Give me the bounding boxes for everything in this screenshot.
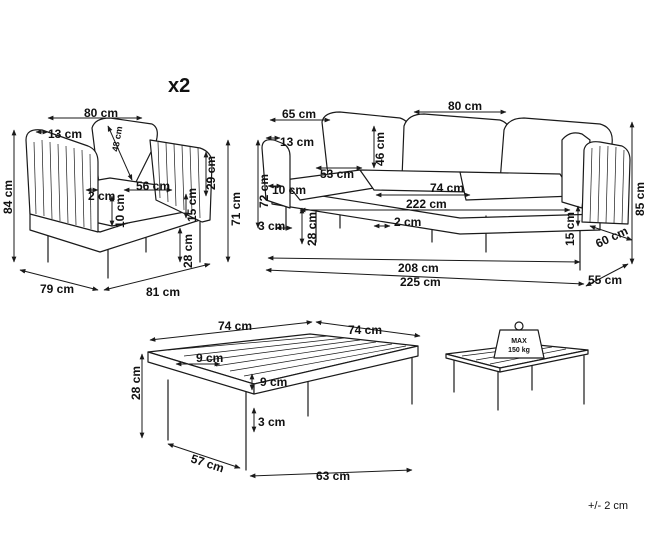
sofa-dim-cushion: 10 cm xyxy=(272,183,306,197)
armchair-rope-left xyxy=(33,139,92,230)
sofa-dim-seat-section: 74 cm xyxy=(430,181,464,195)
armchair-dim-cushion: 10 cm xyxy=(113,194,127,228)
table-slats xyxy=(167,335,407,377)
table-load-drawing: MAX 150 kg xyxy=(445,321,589,411)
table-dim-base-depth: 57 cm xyxy=(189,452,226,476)
armchair-dim-arm-height: 71 cm xyxy=(229,192,243,226)
tolerance-note: +/- 2 cm xyxy=(588,500,628,512)
sofa-dim-arm-height: 72 cm xyxy=(257,174,271,208)
sofa-dim-total-width: 225 cm xyxy=(400,275,441,289)
armchair-dim-arm-gap: 2 cm xyxy=(88,189,115,203)
armchair-quantity: x2 xyxy=(168,75,190,97)
table-dim-frame-top: 9 cm xyxy=(196,351,223,365)
armchair-dim-seat-height-inner: 29 cm xyxy=(204,156,218,190)
sofa-dim-arm-top: 13 cm xyxy=(280,135,314,149)
weight-icon xyxy=(493,321,545,359)
table-dim-frame-side: 9 cm xyxy=(260,375,287,389)
sofa-drawing: 65 cm 80 cm 13 cm 46 cm 53 cm 72 cm 10 c… xyxy=(255,99,647,289)
sofa-dim-back-section: 80 cm xyxy=(448,99,482,113)
sofa-dim-arm-length: 65 cm xyxy=(282,107,316,121)
armchair-dim-width: 81 cm xyxy=(146,285,180,299)
armchair-dim-depth: 79 cm xyxy=(40,282,74,296)
sofa-dim-seat-height: 28 cm xyxy=(305,212,319,246)
armchair-dim-back-height: 48 cm xyxy=(110,125,124,152)
sofa-dim-back-height: 46 cm xyxy=(373,132,387,166)
armchair-dim-arm-width: 15 cm xyxy=(185,188,199,222)
load-weight: 150 kg xyxy=(508,347,530,354)
armchair-dim-seat-depth: 56 cm xyxy=(136,179,170,193)
table-dim-leg: 3 cm xyxy=(258,415,285,429)
table-dim-base-width: 63 cm xyxy=(316,469,350,483)
armchair-dim-back-width: 80 cm xyxy=(84,106,118,120)
armchair-drawing: x2 80 cm 13 cm 48 cm 56 cm 2 cm 29 cm 10… xyxy=(1,75,243,299)
sofa-dim-depth: 55 cm xyxy=(588,273,622,287)
armchair-dim-armrest-top: 13 cm xyxy=(48,127,82,141)
sofa-rope-right xyxy=(589,145,625,225)
sofa-dim-total-height: 85 cm xyxy=(633,182,647,216)
table-drawing: 74 cm 74 cm 9 cm 9 cm 28 cm 3 cm 57 cm 6… xyxy=(129,319,421,483)
armchair-dim-total-height: 84 cm xyxy=(1,180,15,214)
load-max-label: MAX xyxy=(511,338,527,345)
sofa-dim-leg-offset: 3 cm xyxy=(258,219,285,233)
table-dim-depth: 74 cm xyxy=(348,323,382,337)
sofa-dim-arm-width: 15 cm xyxy=(563,212,577,246)
sofa-dim-gap: 2 cm xyxy=(394,215,421,229)
sofa-dim-seat-width: 222 cm xyxy=(406,197,447,211)
table-dim-height: 28 cm xyxy=(129,366,143,400)
table-dim-width: 74 cm xyxy=(218,319,252,333)
armchair-dim-seat-height: 28 cm xyxy=(181,234,195,268)
sofa-dim-inner-width: 208 cm xyxy=(398,261,439,275)
sofa-dim-seat-depth: 53 cm xyxy=(320,167,354,181)
